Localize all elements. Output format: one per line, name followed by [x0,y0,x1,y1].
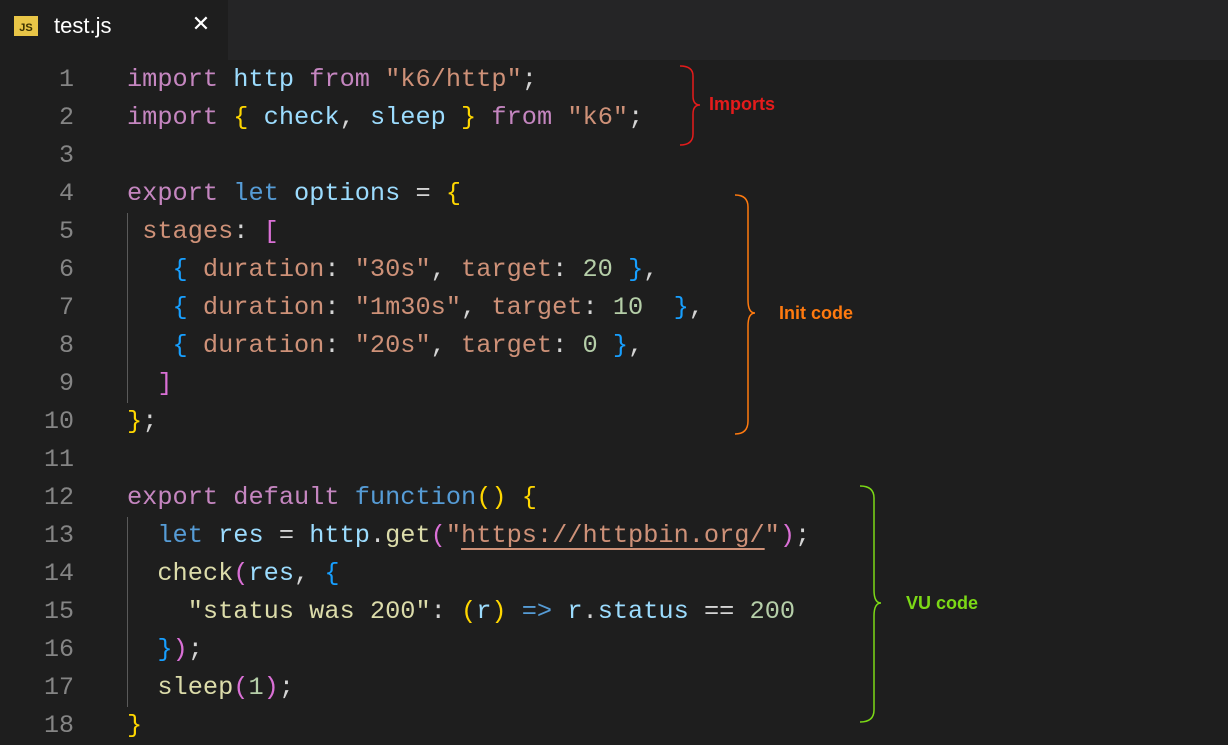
code-line-2[interactable]: import { check, sleep } from "k6"; [127,103,644,132]
indent-guide [127,517,128,707]
line-number: 18 [43,711,74,740]
code-line-8[interactable]: { duration: "20s", target: 0 }, [172,331,644,360]
close-icon[interactable]: ✕ [191,12,211,37]
indent-guide [127,213,128,403]
code-line-16[interactable]: }); [157,635,203,664]
code-line-6[interactable]: { duration: "30s", target: 20 }, [172,255,659,284]
line-number: 17 [43,673,74,702]
line-number: 1 [58,65,74,94]
code-line-15[interactable]: "status was 200": (r) => r.status == 200 [187,597,796,626]
code-line-1[interactable]: import http from "k6/http"; [127,65,537,94]
line-number: 16 [43,635,74,664]
javascript-file-icon: JS [14,16,38,36]
url-link[interactable]: https://httpbin.org/ [461,521,765,550]
line-number: 14 [43,559,74,588]
tab-title: test.js [54,13,112,38]
tab-test-js[interactable]: JS test.js ✕ [0,0,228,60]
code-line-9[interactable]: ] [157,369,173,398]
init-code-label: Init code [779,303,854,323]
code-line-4[interactable]: export let options = { [127,179,462,208]
line-number: 6 [58,255,74,284]
line-number: 7 [58,293,74,322]
code-line-5[interactable]: stages: [ [142,217,279,246]
line-number: 2 [58,103,74,132]
code-editor[interactable]: 1 2 3 4 5 6 7 8 9 10 11 12 13 14 15 16 1… [0,60,1228,745]
imports-label: Imports [709,94,776,114]
code-line-14[interactable]: check(res, { [157,559,340,588]
vu-code-label: VU code [906,593,979,613]
code-line-12[interactable]: export default function() { [127,483,537,512]
line-number: 10 [43,407,74,436]
line-number: 8 [58,331,74,360]
line-number: 11 [43,445,74,474]
line-number: 9 [58,369,74,398]
line-number: 5 [58,217,74,246]
line-number: 3 [58,141,74,170]
code-line-18[interactable]: } [127,711,143,740]
line-number: 13 [43,521,74,550]
code-line-17[interactable]: sleep(1); [157,673,295,702]
code-line-7[interactable]: { duration: "1m30s", target: 10 }, [172,293,704,322]
line-number: 12 [43,483,74,512]
line-number: 15 [43,597,74,626]
code-line-13[interactable]: let res = http.get("https://httpbin.org/… [157,521,811,550]
code-line-10[interactable]: }; [127,407,158,436]
tab-bar: JS test.js ✕ [0,0,1228,60]
line-number: 4 [58,179,74,208]
